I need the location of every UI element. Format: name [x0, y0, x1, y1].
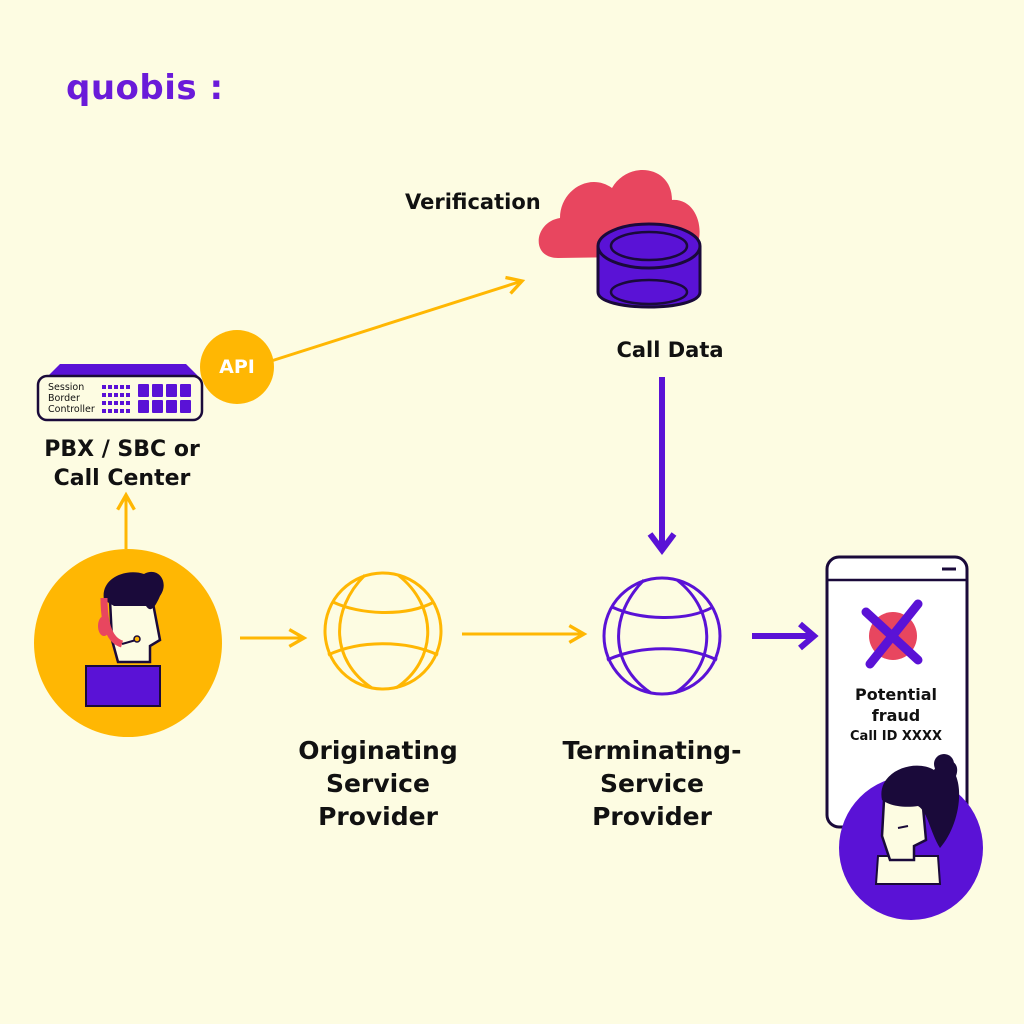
sbc-device-icon — [36, 364, 204, 422]
originating-label-line: Service — [326, 769, 430, 798]
api-label: API — [219, 356, 255, 378]
recipient-avatar-icon — [839, 754, 983, 920]
terminating-label-line: Provider — [592, 802, 712, 831]
originating-label-line: Provider — [318, 802, 438, 831]
originating-provider-label: Originating Service Provider — [278, 734, 478, 833]
api-to-verification-arrow — [267, 275, 526, 364]
pbx-label-line: PBX / SBC or — [44, 437, 200, 462]
phone-alert-line1: Potential — [854, 685, 938, 704]
phone-icon — [825, 555, 969, 829]
database-icon — [596, 222, 702, 309]
fraud-x-icon — [861, 599, 923, 669]
terminating-label-line: Service — [600, 769, 704, 798]
call-data-label: Call Data — [616, 338, 724, 362]
globe-icon — [602, 576, 722, 696]
sbc-line: Controller — [48, 404, 95, 415]
terminating-provider-label: Terminating- Service Provider — [545, 734, 759, 833]
sbc-device-text: Session Border Controller — [48, 382, 108, 415]
caller-avatar-icon — [34, 549, 222, 737]
sbc-line: Border — [48, 393, 80, 404]
terminating-label-line: Terminating- — [562, 736, 742, 765]
pbx-label: PBX / SBC or Call Center — [22, 435, 222, 493]
calldata-to-terminating-arrow — [647, 377, 677, 555]
verification-label: Verification — [405, 190, 541, 214]
phone-call-id: Call ID XXXX — [850, 729, 942, 744]
phone-alert-text: Potential fraud Call ID XXXX — [830, 684, 962, 748]
api-badge — [200, 330, 274, 404]
quobis-logo: quobis : — [66, 68, 224, 108]
terminating-to-phone-arrow — [752, 621, 819, 651]
phone-alert-line2: fraud — [871, 706, 921, 725]
originating-label-line: Originating — [298, 736, 458, 765]
pbx-label-line: Call Center — [53, 466, 191, 491]
sbc-line: Session — [48, 382, 85, 393]
globe-icon — [323, 571, 443, 691]
